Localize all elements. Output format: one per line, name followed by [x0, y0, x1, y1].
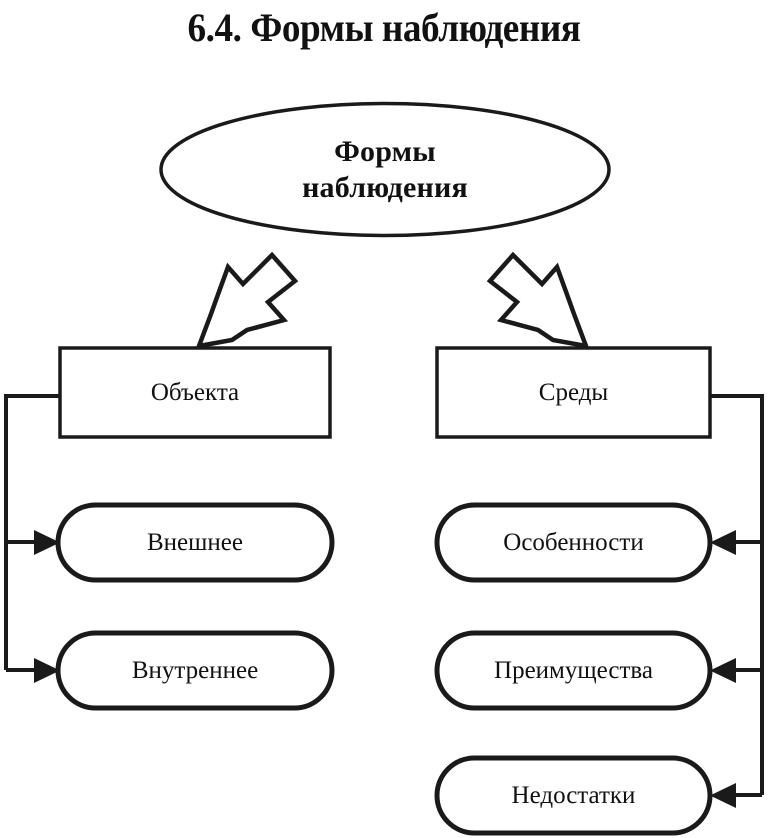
right-connector-group — [710, 394, 764, 808]
block-arrow-down-left-icon — [195, 251, 299, 349]
root-node-ellipse[interactable] — [159, 101, 611, 238]
right-item-box-1[interactable] — [434, 502, 713, 583]
page-title: 6.4. Формы наблюдения — [187, 5, 581, 50]
right-item-box-2[interactable] — [434, 630, 713, 711]
right-header-box[interactable] — [435, 346, 712, 439]
left-item-box-2[interactable] — [55, 630, 335, 711]
right-item-box-3[interactable] — [434, 755, 713, 836]
left-header-box[interactable] — [58, 346, 332, 439]
left-connector-group — [4, 394, 60, 683]
block-arrow-down-right-icon — [486, 251, 590, 349]
left-item-box-1[interactable] — [55, 502, 335, 583]
